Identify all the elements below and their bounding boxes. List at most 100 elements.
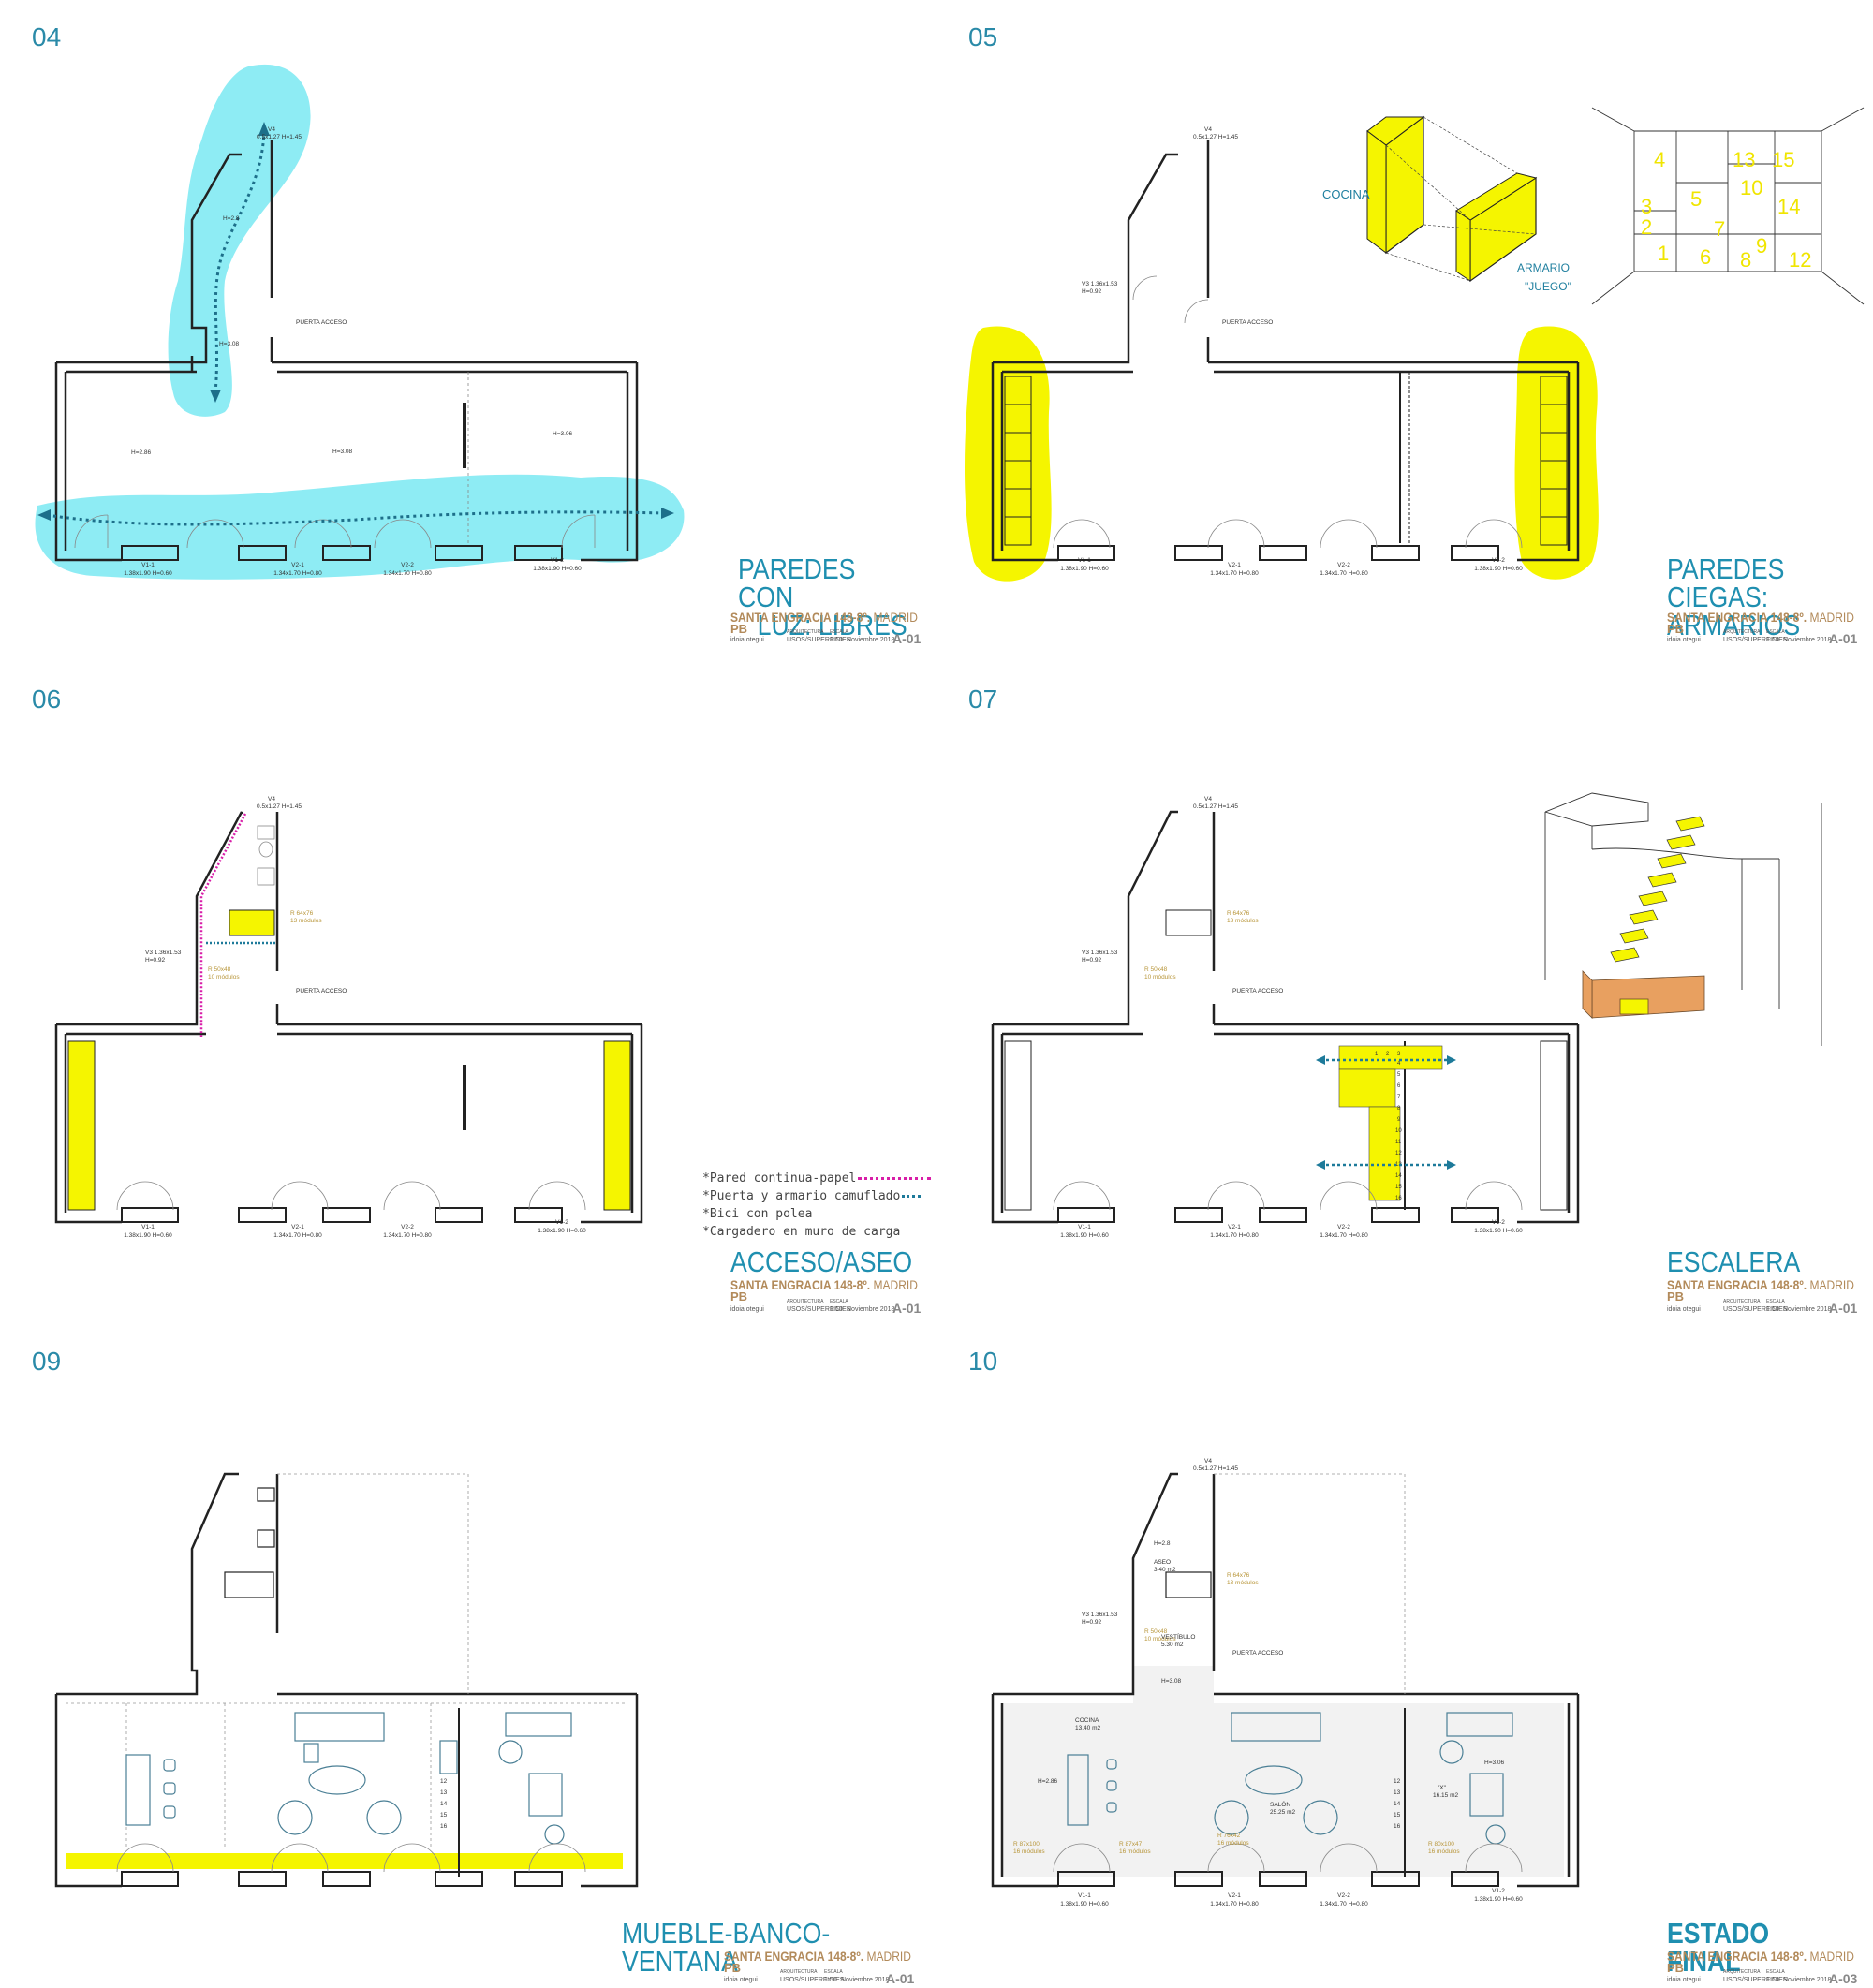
label-r8095: R 80x100: [1428, 1841, 1454, 1848]
module-number: 1: [1658, 242, 1669, 265]
label-r8743-mod: 16 módulos: [1013, 1848, 1045, 1855]
label-h306: H=3.06: [1484, 1760, 1505, 1766]
stair-step: 13: [1394, 1789, 1401, 1796]
label-v4: V4: [1204, 796, 1212, 803]
legend-line-teal: [902, 1195, 922, 1198]
label-h286: H=2.86: [1038, 1778, 1058, 1785]
label-h28: H=2.8: [223, 215, 240, 222]
label-r8747: R 87x47: [1119, 1841, 1143, 1848]
label-r7642-mod: 16 módulos: [1217, 1840, 1249, 1847]
label-x-area: 16.15 m2: [1433, 1792, 1458, 1799]
usos-label: ARQUITECTURA: [1723, 629, 1761, 635]
address-city: MADRID: [1809, 1949, 1854, 1964]
label-r5048: R 50x48: [1144, 1628, 1168, 1635]
label-r5048: R 50x48: [208, 966, 231, 973]
stair-step: 14: [1394, 1801, 1401, 1807]
sketch-modules-perspective: [1591, 107, 1865, 305]
address-street: SANTA ENGRACIA 148-8º.: [724, 1949, 864, 1964]
stair-step: 2: [1386, 1052, 1390, 1057]
usos: USOS/SUPERFICIES: [1723, 1977, 1788, 1983]
legend: *Pared continua-papel *Puerta y armario …: [702, 1171, 932, 1243]
label-v3-h: H=0.92: [1082, 957, 1102, 964]
author: idoia otegui: [730, 637, 764, 643]
stair-step: 3: [1397, 1052, 1401, 1057]
label-salon-area: 25.25 m2: [1270, 1809, 1295, 1816]
label-r8095-mod: 16 módulos: [1428, 1848, 1460, 1855]
panel-09: 09 12 13 1: [0, 1324, 936, 1986]
label-puerta-acceso: PUERTA ACCESO: [1232, 1650, 1283, 1657]
stair-step: 13: [1395, 1162, 1402, 1168]
stair-step: 8: [1397, 1106, 1401, 1112]
legend-item: *Puerta y armario camuflado: [702, 1189, 931, 1207]
escala-label: ESCALA: [1766, 629, 1785, 635]
label-r5048-mod: 10 módulos: [1144, 1636, 1176, 1642]
label-v1-2: V1-2: [1492, 557, 1505, 564]
escala: 1:50: [824, 1977, 837, 1983]
usos-label: ARQUITECTURA: [787, 1299, 824, 1304]
module-number: 3: [1641, 195, 1652, 218]
date: Noviembre 2018: [1783, 1977, 1832, 1983]
floor-plan-light-walls: V4 0.5x1.27 H=1.45 PUERTA ACCESO H=2.86 …: [35, 64, 685, 580]
label-v4-dims: 0.5x1.27 H=1.45: [257, 803, 302, 810]
title-line: LUZ: LIBRES: [757, 609, 907, 641]
label-v1-2-dims: 1.38x1.90 H=0.60: [1474, 1228, 1523, 1234]
label-v1-2: V1-2: [551, 557, 564, 564]
label-v2-1-dims: 1.34x1.70 H=0.80: [273, 1232, 322, 1239]
address-city: MADRID: [873, 610, 918, 625]
label-v1-1-dims: 1.38x1.90 H=0.60: [1060, 566, 1109, 572]
escala-label: ESCALA: [1766, 1299, 1785, 1304]
escala-label: ESCALA: [824, 1969, 843, 1975]
label-r5048-mod: 10 módulos: [208, 974, 240, 980]
legend-item: *Cargadero en muro de carga: [702, 1225, 931, 1243]
light-zone-vertical: [168, 64, 311, 417]
label-aseo-area: 3.40 m2: [1154, 1567, 1176, 1573]
label-v2-1: V2-1: [1228, 562, 1241, 568]
address-street: SANTA ENGRACIA 148-8º.: [1667, 610, 1807, 625]
sheet-code: A-01: [892, 1301, 922, 1316]
panel-number: 05: [968, 22, 998, 52]
label-r6476: R 64x76: [1227, 910, 1250, 917]
label-r6476: R 64x76: [1227, 1572, 1250, 1579]
label-v4: V4: [1204, 1458, 1212, 1465]
label-v1-1-dims: 1.38x1.90 H=0.60: [124, 570, 172, 577]
label-v4: V4: [268, 796, 275, 803]
stair-step: 15: [1394, 1812, 1401, 1819]
date: Noviembre 2018: [847, 1306, 895, 1313]
label-v2-1-dims: 1.34x1.70 H=0.80: [1210, 1232, 1259, 1239]
legend-item: *Pared continua-papel: [702, 1171, 932, 1189]
label-h308: H=3.08: [1161, 1678, 1182, 1685]
usos-label: ARQUITECTURA: [780, 1969, 818, 1975]
address-city: MADRID: [1809, 1277, 1854, 1292]
address: SANTA ENGRACIA 148-8º. MADRID: [730, 610, 918, 625]
title-line: PAREDES CON: [738, 552, 856, 613]
label-v2-2-dims: 1.34x1.70 H=0.80: [383, 570, 432, 577]
label-v1-2: V1-2: [1492, 1219, 1505, 1226]
label-v2-2: V2-2: [1337, 1892, 1350, 1899]
wall-paper-line: [199, 813, 247, 1037]
address-street: SANTA ENGRACIA 148-8º.: [1667, 1277, 1807, 1292]
module-number: 13: [1733, 148, 1755, 171]
date: Noviembre 2018: [1783, 1306, 1832, 1313]
label-aseo: ASEO: [1154, 1559, 1171, 1566]
label-h286: H=2.86: [131, 449, 152, 456]
stair-step: 1: [1375, 1052, 1379, 1057]
label-v1-2-dims: 1.38x1.90 H=0.60: [1474, 566, 1523, 572]
module-number: 2: [1641, 215, 1652, 239]
sketch-cocina-armario: COCINA ARMARIO "JUEGO": [1322, 115, 1571, 293]
label-v1-2-dims: 1.38x1.90 H=0.60: [538, 1228, 586, 1234]
label-puerta-acceso: PUERTA ACCESO: [296, 988, 347, 994]
address-city: MADRID: [873, 1277, 918, 1292]
stair-step: 4: [1397, 1061, 1401, 1067]
module-number: 14: [1777, 195, 1800, 218]
floor-label: PB: [730, 622, 748, 636]
stair-step: 15: [440, 1812, 448, 1819]
flow-arrow-horizontal: [46, 510, 666, 526]
label-v2-2-dims: 1.34x1.70 H=0.80: [1320, 1901, 1368, 1907]
address: SANTA ENGRACIA 148-8º. MADRID: [1667, 610, 1854, 625]
panel-04: 04: [0, 0, 936, 662]
stair-step: 13: [440, 1789, 448, 1796]
module-number: 5: [1690, 187, 1702, 211]
furniture: [125, 1712, 572, 1845]
label-v2-2-dims: 1.34x1.70 H=0.80: [1320, 1232, 1368, 1239]
stair-step: 12: [1395, 1151, 1402, 1156]
